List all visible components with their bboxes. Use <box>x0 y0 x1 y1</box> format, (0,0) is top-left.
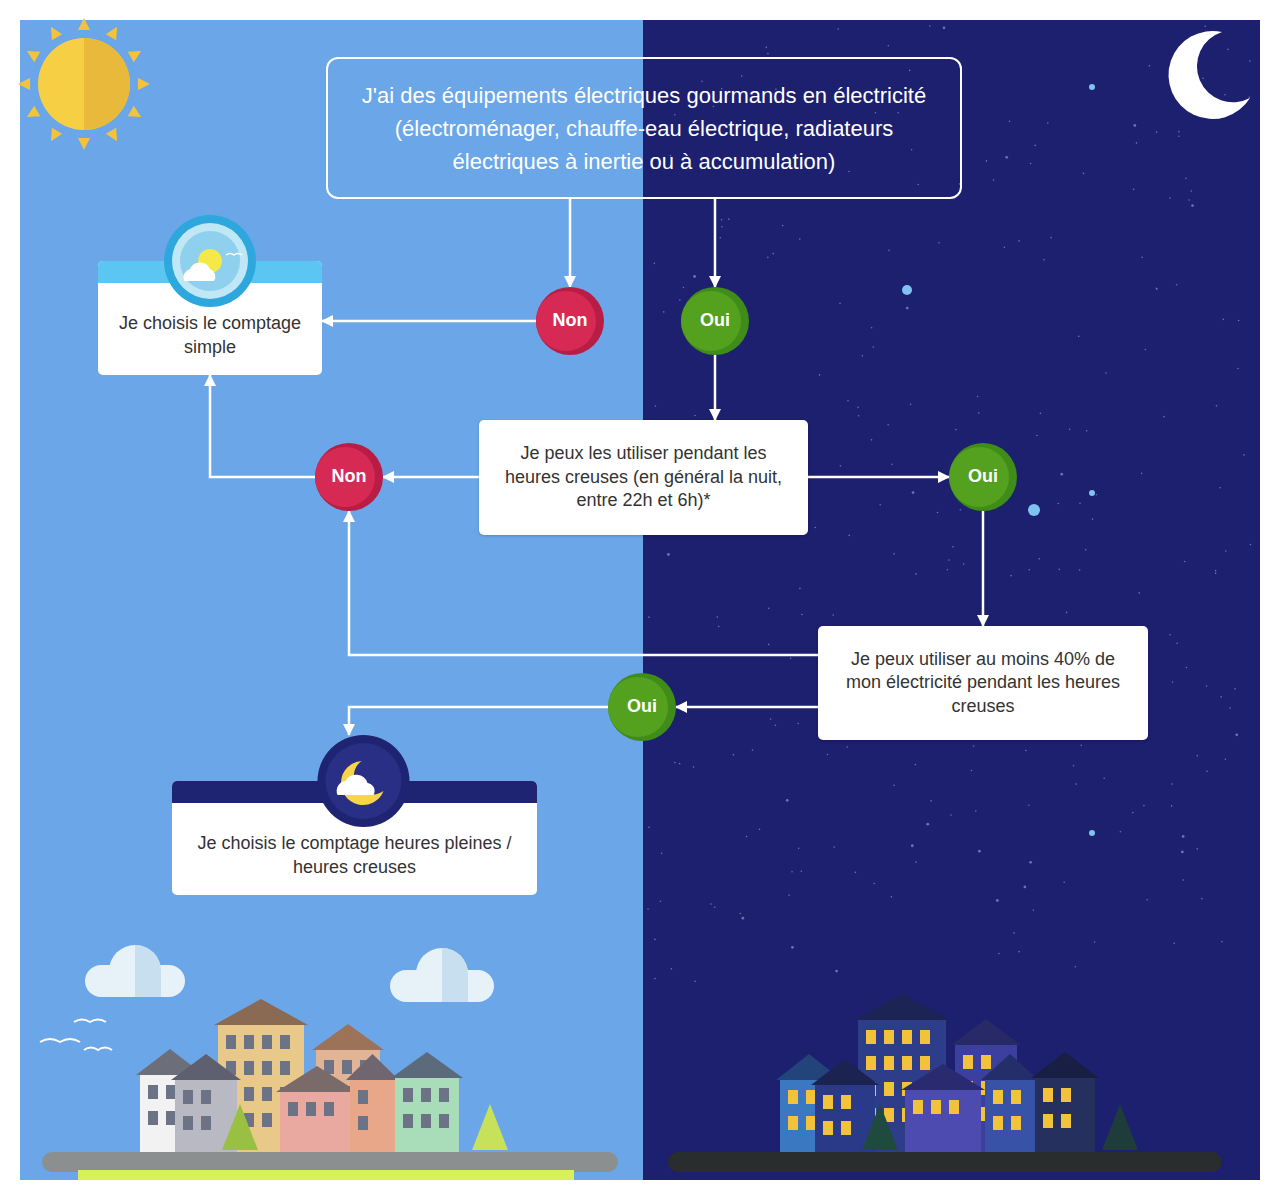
question-box: J'ai des équipements électriques gourman… <box>326 57 962 199</box>
yes-circle: Oui <box>681 287 749 355</box>
flow-arrow <box>676 706 818 709</box>
day-road <box>42 1152 618 1172</box>
question-box: Je peux les utiliser pendant les heures … <box>479 420 808 535</box>
sun-icon <box>98 215 322 311</box>
question-box: Je peux utiliser au moins 40% de mon éle… <box>818 626 1148 740</box>
answer-label: Oui <box>627 695 657 718</box>
result-box: Je choisis le comptage simple <box>98 215 322 375</box>
flow-arrow <box>808 476 949 479</box>
node-text: Je peux les utiliser pendant les heures … <box>499 442 788 512</box>
flow-arrow <box>714 199 717 287</box>
flow-arrow <box>349 707 608 735</box>
night-ground <box>643 20 1260 1180</box>
moon-icon <box>172 735 537 831</box>
yes-circle: Oui <box>608 673 676 741</box>
node-text: Je choisis le comptage simple <box>112 312 308 359</box>
result-box: Je choisis le comptage heures pleines / … <box>172 735 537 895</box>
moon <box>1169 31 1250 119</box>
answer-label: Oui <box>700 309 730 332</box>
night-road <box>668 1152 1222 1172</box>
no-circle: Non <box>315 443 383 511</box>
answer-label: Non <box>332 465 367 488</box>
flow-arrow <box>714 355 717 420</box>
flow-arrow <box>210 375 315 477</box>
node-text: Je peux utiliser au moins 40% de mon éle… <box>838 648 1128 718</box>
node-text: Je choisis le comptage heures pleines / … <box>186 832 523 879</box>
flow-arrow <box>322 320 536 323</box>
no-circle: Non <box>536 287 604 355</box>
night-city <box>776 994 1138 1152</box>
day-ground <box>20 20 643 1180</box>
flow-arrow <box>982 511 985 626</box>
yes-circle: Oui <box>949 443 1017 511</box>
clouds <box>85 945 494 1002</box>
answer-label: Oui <box>968 465 998 488</box>
answer-label: Non <box>553 309 588 332</box>
day-grass <box>78 1170 574 1180</box>
node-text: J'ai des équipements électriques gourman… <box>350 79 938 178</box>
flow-arrow <box>383 476 479 479</box>
flow-arrow <box>569 199 572 287</box>
sun <box>18 18 150 150</box>
birds <box>40 1020 112 1051</box>
day-city <box>136 999 508 1152</box>
